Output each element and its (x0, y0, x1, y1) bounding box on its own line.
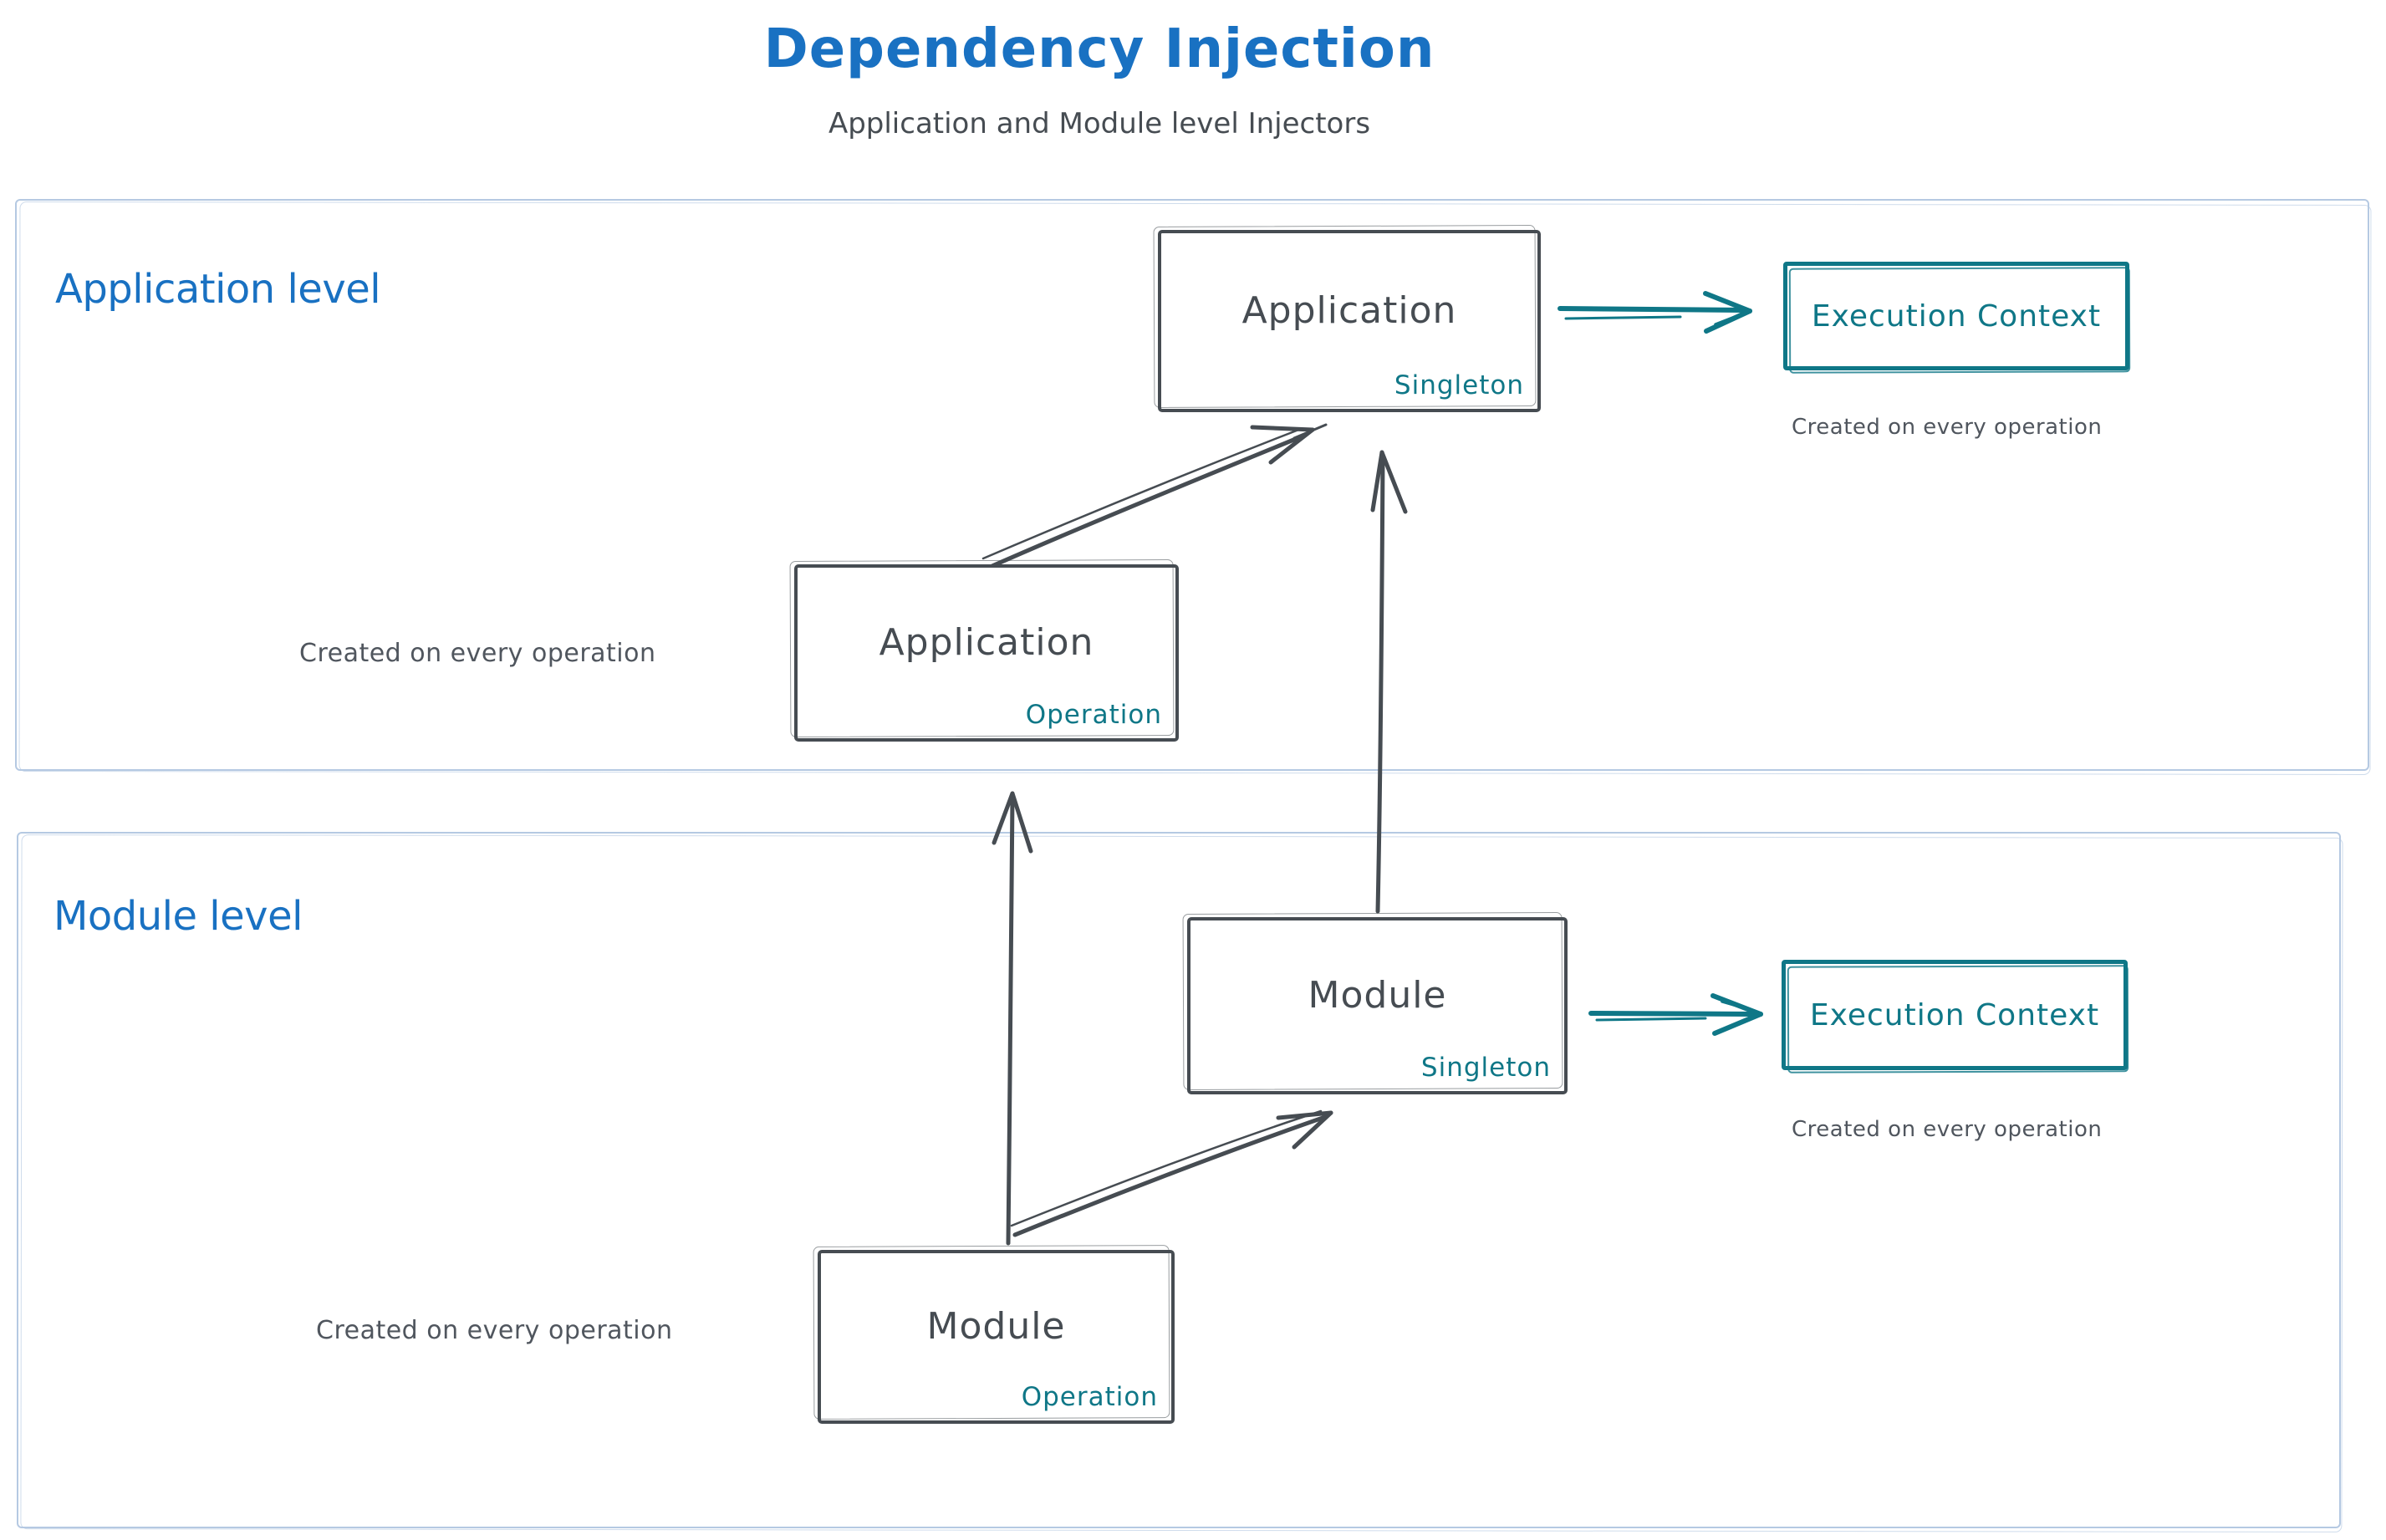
caption-exec-context-app: Created on every operation (1792, 415, 2103, 440)
app-operation-box: Application Operation (794, 564, 1179, 742)
module-operation-title: Module (926, 1304, 1066, 1348)
module-singleton-box: Module Singleton (1187, 917, 1568, 1094)
module-operation-box: Module Operation (818, 1250, 1175, 1424)
execution-context-app-box: Execution Context (1783, 262, 2129, 370)
arrow-module-singleton-to-app-singleton (1370, 450, 1408, 914)
caption-exec-context-module: Created on every operation (1792, 1117, 2103, 1142)
app-singleton-scope: Singleton (1394, 370, 1524, 400)
page-subtitle: Application and Module level Injectors (828, 107, 1371, 140)
execution-context-module-title: Execution Context (1809, 997, 2100, 1033)
application-level-region (15, 199, 2369, 771)
app-operation-scope: Operation (1025, 700, 1162, 730)
app-operation-title: Application (879, 620, 1094, 664)
module-singleton-scope: Singleton (1420, 1053, 1551, 1083)
execution-context-app-title: Execution Context (1811, 298, 2102, 334)
application-level-label: Application level (55, 266, 381, 313)
app-singleton-title: Application (1241, 288, 1457, 332)
caption-app-operation: Created on every operation (299, 639, 656, 668)
app-singleton-box: Application Singleton (1158, 230, 1541, 412)
arrow-app-operation-to-app-singleton (981, 423, 1328, 571)
arrow-app-singleton-to-exec-context (1558, 291, 1752, 334)
execution-context-module-box: Execution Context (1782, 960, 2128, 1070)
module-level-label: Module level (54, 893, 303, 940)
arrow-module-operation-to-module-singleton (1010, 1109, 1333, 1237)
arrow-module-singleton-to-exec-context (1588, 993, 1763, 1036)
arrow-module-operation-to-app-operation (992, 791, 1033, 1246)
module-singleton-title: Module (1308, 973, 1447, 1017)
caption-module-operation: Created on every operation (316, 1316, 673, 1345)
page-title: Dependency Injection (763, 18, 1435, 80)
module-operation-scope: Operation (1021, 1382, 1158, 1412)
module-level-region (17, 832, 2341, 1528)
